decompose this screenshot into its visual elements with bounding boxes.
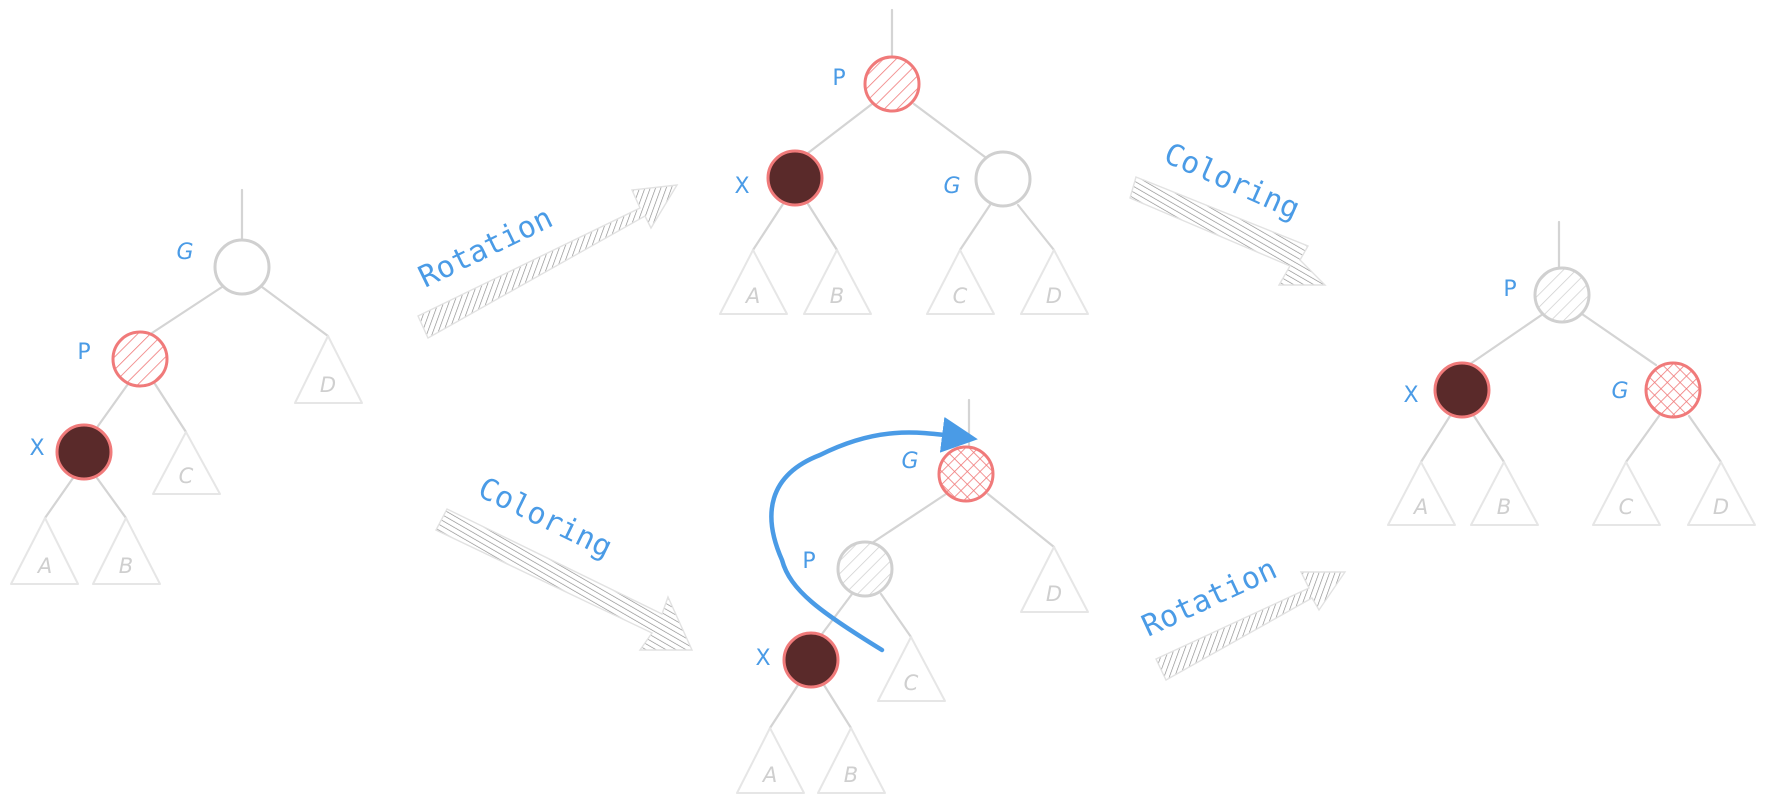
subtree-a-label: A <box>36 554 52 578</box>
edge-p-c <box>153 382 188 434</box>
edge-p-c <box>879 592 913 639</box>
node-p-label: P <box>802 549 815 574</box>
edge-g-d <box>1016 203 1056 252</box>
edge-p-x <box>96 382 130 428</box>
subtree-b: B <box>92 517 161 585</box>
step-label-rotation-bottom: Rotation <box>1137 551 1283 644</box>
arrow-top-coloring: Coloring <box>1129 136 1327 286</box>
subtree-d-label: D <box>1713 495 1729 519</box>
edge-p-g <box>1580 312 1658 367</box>
tree-final: A B C D P X G <box>1387 220 1756 526</box>
node-g-label: G <box>1611 379 1628 404</box>
edge-x-a <box>751 202 785 252</box>
subtree-b: B <box>817 727 886 794</box>
subtree-d: D <box>1020 249 1089 315</box>
subtree-a-label: A <box>1412 495 1428 519</box>
edge-x-b <box>95 476 128 520</box>
edge-g-d <box>1687 414 1723 464</box>
node-x-label: X <box>29 436 44 461</box>
edge-g-p <box>870 492 948 545</box>
node-g: G <box>943 150 1032 208</box>
subtree-c-label: C <box>1619 495 1634 519</box>
node-x-label: X <box>734 174 749 199</box>
subtree-b-label: B <box>830 284 844 308</box>
subtree-c: C <box>926 249 995 315</box>
node-x: X <box>734 149 824 207</box>
tree-after-rotation: A B C D P X G <box>719 8 1089 315</box>
subtree-d-label: D <box>1046 284 1062 308</box>
subtree-c: C <box>152 431 221 495</box>
edge-x-a <box>768 683 800 730</box>
node-g-label: G <box>943 174 960 199</box>
subtree-c-label: C <box>904 671 919 695</box>
subtree-c: C <box>1592 461 1661 526</box>
subtree-d-label: D <box>1046 582 1062 606</box>
node-p-label: P <box>77 340 90 365</box>
edge-g-p <box>150 285 224 335</box>
subtree-a-label: A <box>761 763 777 787</box>
edge-g-d <box>260 285 330 338</box>
node-g-label: G <box>901 449 918 474</box>
subtree-d: D <box>1020 546 1089 613</box>
arrow-top-rotation: Rotation <box>413 184 679 339</box>
node-x: X <box>1403 361 1491 419</box>
subtree-d-label: D <box>320 373 336 397</box>
node-g: G <box>1611 361 1702 419</box>
edge-g-c <box>1624 414 1661 464</box>
subtree-d: D <box>1687 461 1756 526</box>
subtree-b: B <box>1470 461 1539 526</box>
subtree-d: D <box>294 335 363 404</box>
subtree-b-label: B <box>119 554 133 578</box>
rotation-direction-curved-arrow <box>769 416 978 653</box>
subtree-c-label: C <box>179 464 194 488</box>
subtree-b-label: B <box>1497 495 1511 519</box>
hatched-arrow-down-right <box>435 508 694 651</box>
edge-p-x <box>1468 312 1545 366</box>
tree-after-coloring: D C A B G P X <box>736 398 1089 794</box>
node-p-label: P <box>832 66 845 91</box>
hatched-arrow-up-right <box>417 184 679 339</box>
node-x-label: X <box>1403 383 1418 408</box>
subtree-b-label: B <box>844 763 858 787</box>
edge-g-d <box>986 492 1056 549</box>
tree-initial: D C A B G P X <box>10 188 363 585</box>
node-p: P <box>832 55 921 113</box>
subtree-a: A <box>719 249 788 315</box>
node-p: P <box>77 330 169 388</box>
edge-g-c <box>958 203 992 252</box>
edge-p-x <box>806 102 874 155</box>
edge-p-x <box>820 592 854 636</box>
edge-x-a <box>43 476 75 520</box>
subtree-a: A <box>736 727 805 794</box>
subtree-c: C <box>877 636 946 702</box>
edge-x-a <box>1419 414 1452 464</box>
subtree-b: B <box>803 249 872 315</box>
node-g: G <box>901 445 995 503</box>
edge-x-b <box>1472 414 1506 464</box>
subtree-c-label: C <box>953 284 968 308</box>
subtree-a: A <box>1387 461 1456 526</box>
node-p-label: P <box>1503 277 1516 302</box>
subtree-a-label: A <box>744 284 760 308</box>
node-p: P <box>802 540 894 598</box>
node-x: X <box>29 423 113 481</box>
subtree-a: A <box>10 517 79 585</box>
arrow-bottom-coloring: Coloring <box>435 471 694 651</box>
hatched-arrow-down-right <box>1129 176 1327 286</box>
edge-x-b <box>822 683 853 730</box>
node-g-label: G <box>176 240 193 265</box>
step-label-rotation-top: Rotation <box>413 200 558 295</box>
arrow-bottom-rotation: Rotation <box>1137 551 1347 681</box>
hatched-arrow-up-right <box>1155 571 1347 681</box>
node-x-label: X <box>755 646 770 671</box>
node-x: X <box>755 631 840 689</box>
node-g: G <box>176 238 271 296</box>
edge-x-b <box>806 202 839 252</box>
edge-p-g <box>912 102 987 159</box>
node-p: P <box>1503 266 1591 324</box>
